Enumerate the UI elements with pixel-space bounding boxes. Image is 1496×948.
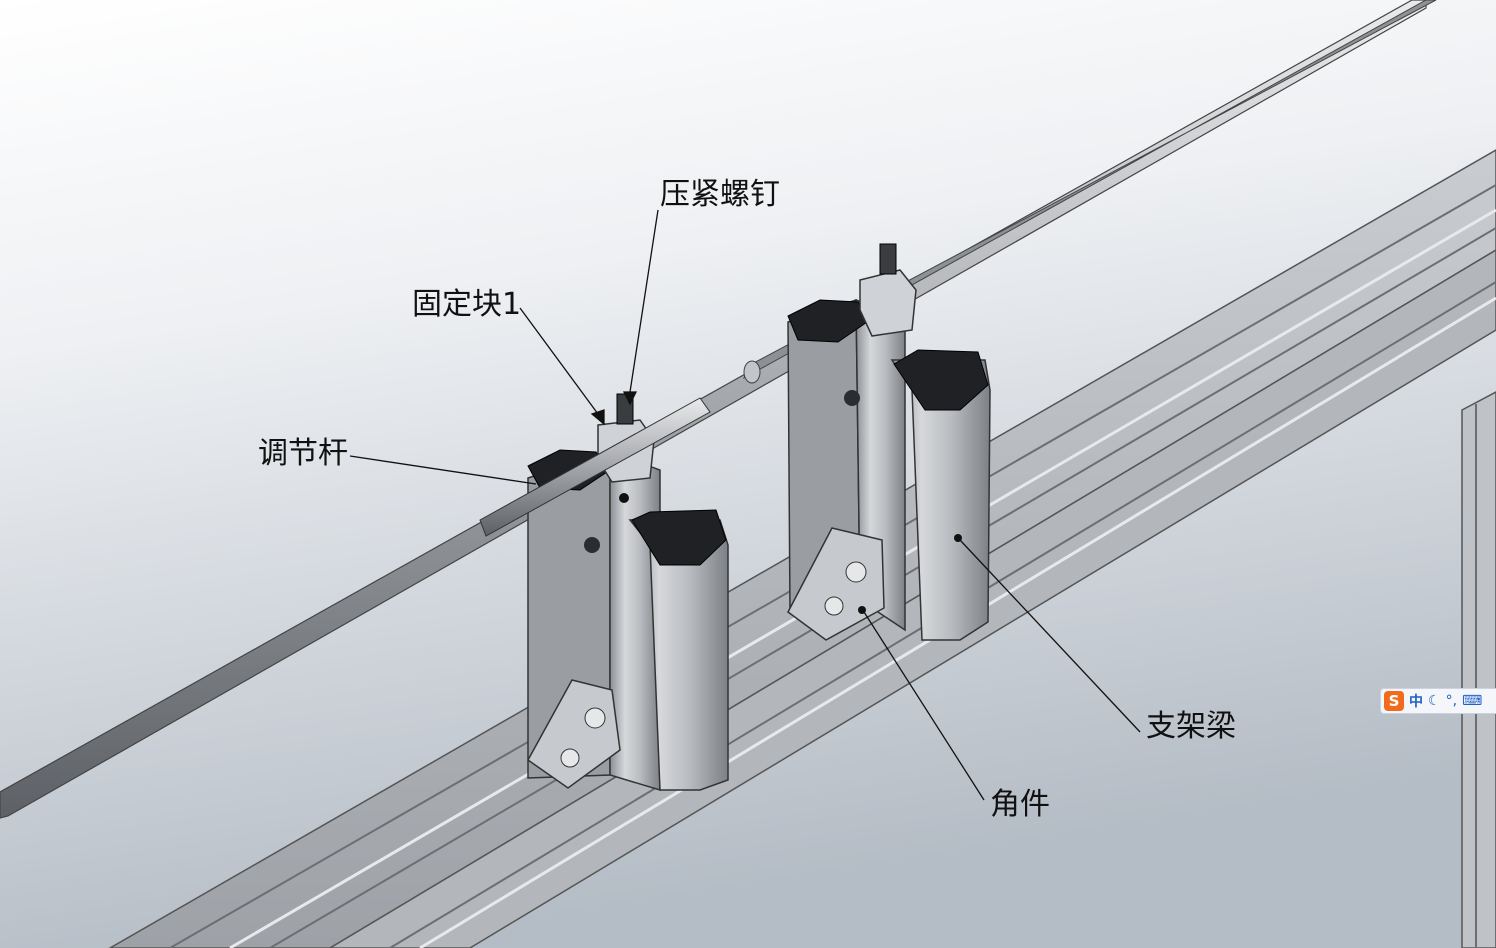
- adjust-rod: [0, 0, 1437, 819]
- label-corner-piece: 角件: [990, 787, 1050, 822]
- ime-mode-toggle[interactable]: 中: [1409, 694, 1423, 710]
- keyboard-icon[interactable]: ⌨: [1462, 693, 1483, 709]
- leader-screw: [629, 209, 659, 393]
- leader-block: [519, 307, 599, 415]
- label-fixed-block: 固定块1: [412, 287, 522, 322]
- punctuation-icon[interactable]: °,: [1445, 693, 1458, 709]
- label-compression-screw: 压紧螺钉: [660, 177, 780, 212]
- arrow-block: [590, 409, 605, 426]
- ime-toolbar[interactable]: S 中 ☾ °, ⌨: [1380, 688, 1496, 714]
- moon-icon[interactable]: ☾: [1428, 693, 1441, 709]
- ime-logo-icon[interactable]: S: [1384, 691, 1404, 711]
- leader-lines: [349, 209, 1141, 801]
- label-adjust-rod: 调节杆: [258, 436, 348, 471]
- leader-corner: [863, 611, 985, 801]
- label-support-beam: 支架梁: [1146, 709, 1236, 744]
- leader-beam: [959, 539, 1141, 733]
- leader-rod: [349, 455, 537, 485]
- right-post: [787, 243, 991, 641]
- arrow-screw: [622, 391, 638, 406]
- left-post: [479, 393, 729, 792]
